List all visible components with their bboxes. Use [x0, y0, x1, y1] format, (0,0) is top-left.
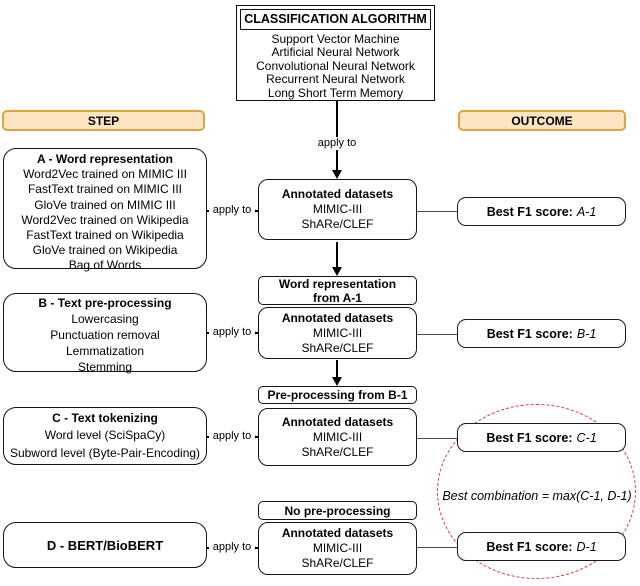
outcome-box-a: Best F1 score: A-1 [457, 197, 626, 226]
algorithm-list: Support Vector Machine Artificial Neural… [237, 32, 434, 100]
outcome-box-c: Best F1 score: C-1 [457, 423, 626, 452]
carry-box-word-representation: Word representation from A-1 [258, 276, 417, 305]
outcome-value: B-1 [576, 326, 597, 341]
dataset-title: Annotated datasets [281, 187, 394, 201]
dataset-line: ShARe/CLEF [301, 444, 374, 459]
carry-box-no-preprocessing: No pre-processing [258, 501, 417, 520]
step-item: Lemmatization [65, 344, 145, 358]
algorithm-item: Support Vector Machine [271, 32, 400, 46]
outcome-column-header: OUTCOME [458, 110, 626, 131]
step-title: D - BERT/BioBERT [46, 537, 164, 553]
outcome-label: Best F1 score: [486, 539, 573, 554]
step-item: Word level (SciSpaCy) [44, 428, 166, 443]
connector-line [416, 210, 458, 213]
step-item: Punctuation removal [50, 328, 160, 342]
connector-line [416, 437, 458, 440]
step-item: Lowercasing [71, 312, 139, 326]
connector-line [336, 101, 338, 171]
step-item: Word2Vec trained on Wikipedia [21, 212, 189, 227]
connector-line [416, 546, 458, 549]
dataset-line: ShARe/CLEF [301, 217, 374, 231]
carry-box-preprocessing: Pre-processing from B-1 [258, 386, 417, 404]
arrow-down-icon [331, 170, 342, 179]
step-item: FastText trained on MIMIC III [27, 182, 183, 197]
annotated-datasets-box: Annotated datasets MIMIC-III ShARe/CLEF [258, 522, 417, 575]
classification-algorithm-box: CLASSIFICATION ALGORITHM Support Vector … [236, 5, 435, 101]
outcome-label: Best F1 score: [486, 326, 573, 341]
dataset-line: MIMIC-III [312, 202, 363, 216]
step-title: B - Text pre-processing [38, 296, 172, 310]
step-item: Subword level (Byte-Pair-Encoding) [9, 445, 201, 460]
dataset-title: Annotated datasets [281, 310, 394, 325]
step-item: FastText trained on Wikipedia [26, 228, 184, 243]
arrow-down-icon [331, 377, 342, 386]
outcome-label: Best F1 score: [486, 204, 573, 219]
classification-title: CLASSIFICATION ALGORITHM [240, 9, 431, 30]
step-column-header: STEP [2, 110, 205, 131]
step-item: Word2Vec trained on MIMIC III [23, 167, 187, 182]
algorithm-item: Recurrent Neural Network [266, 72, 405, 87]
connector-line [416, 333, 458, 336]
dataset-title: Annotated datasets [281, 414, 394, 429]
dataset-title: Annotated datasets [281, 526, 394, 540]
best-combination-note: Best combination = max(C-1, D-1) [442, 489, 632, 503]
annotated-datasets-box: Annotated datasets MIMIC-III ShARe/CLEF [258, 408, 417, 466]
step-title: A - Word representation [36, 152, 173, 166]
algorithm-item: Convolutional Neural Network [256, 58, 415, 73]
algorithm-item: Long Short Term Memory [267, 85, 404, 100]
step-box-b: B - Text pre-processing Lowercasing Punc… [3, 293, 207, 374]
dataset-line: ShARe/CLEF [301, 340, 374, 355]
apply-to-label: apply to [209, 541, 255, 554]
step-item: GloVe trained on Wikipedia [32, 243, 178, 258]
outcome-label: Best F1 score: [486, 430, 573, 445]
step-box-c: C - Text tokenizing Word level (SciSpaCy… [3, 407, 207, 465]
carry-line: from A-1 [313, 290, 362, 305]
outcome-box-b: Best F1 score: B-1 [457, 319, 626, 348]
outcome-value: C-1 [576, 430, 597, 445]
outcome-box-d: Best F1 score: D-1 [457, 532, 626, 561]
step-item: Bag of Words [68, 258, 142, 273]
step-box-d: D - BERT/BioBERT [3, 522, 207, 568]
step-title: C - Text tokenizing [52, 410, 158, 425]
apply-to-label: apply to [310, 137, 364, 150]
dataset-line: ShARe/CLEF [301, 556, 374, 570]
dataset-line: MIMIC-III [312, 325, 363, 340]
connector-line [336, 360, 338, 379]
outcome-value: A-1 [576, 204, 597, 219]
annotated-datasets-box: Annotated datasets MIMIC-III ShARe/CLEF [258, 179, 417, 240]
apply-to-label: apply to [209, 204, 255, 217]
algorithm-item: Artificial Neural Network [271, 45, 400, 60]
step-box-a: A - Word representation Word2Vec trained… [3, 148, 207, 272]
annotated-datasets-box: Annotated datasets MIMIC-III ShARe/CLEF [258, 307, 417, 359]
highlight-ellipse [437, 404, 636, 579]
dataset-line: MIMIC-III [312, 429, 363, 444]
step-item: GloVe trained on MIMIC III [34, 197, 176, 212]
connector-line [336, 242, 338, 269]
arrow-down-icon [331, 267, 342, 276]
apply-to-label: apply to [209, 326, 255, 339]
outcome-value: D-1 [576, 539, 597, 554]
apply-to-label: apply to [209, 430, 255, 443]
step-item: Stemming [77, 360, 133, 374]
carry-line: Word representation [278, 276, 397, 291]
dataset-line: MIMIC-III [312, 541, 363, 555]
